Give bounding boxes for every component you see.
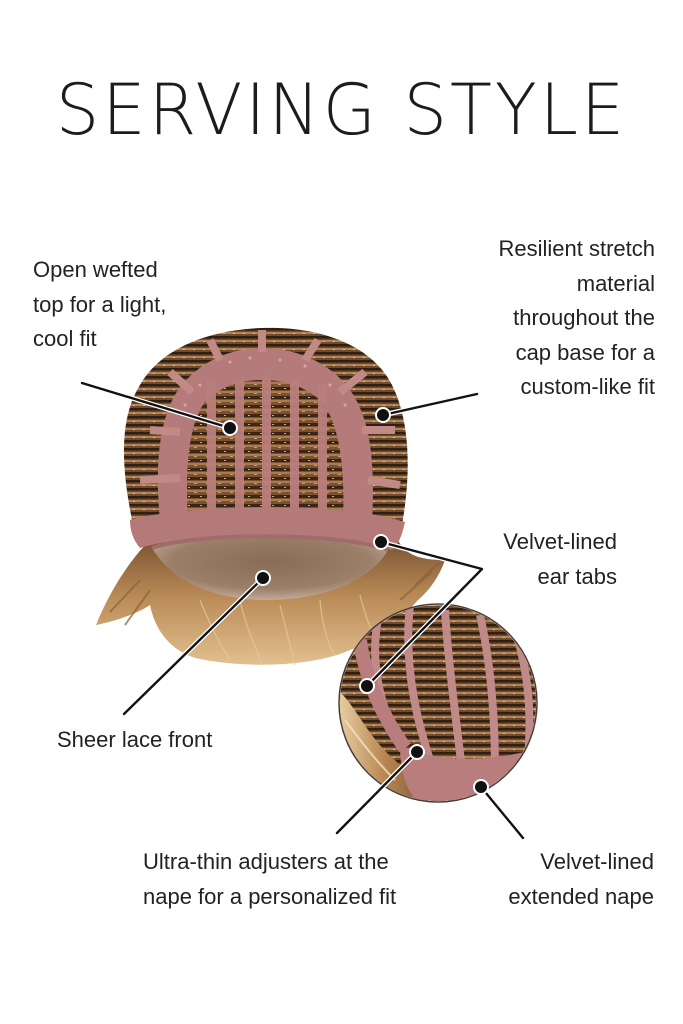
callout-adjusters: Ultra-thin adjusters at the nape for a p… [143, 849, 397, 909]
leader-resilient-stretch [381, 392, 479, 417]
page-title: SERVING STYLE [55, 69, 628, 151]
leader-adjusters [335, 750, 419, 835]
callout-lace-front: Sheer lace front [57, 727, 213, 752]
leader-lace-front [122, 576, 265, 716]
callout-extended-nape: Velvet-lined extended nape [508, 849, 654, 909]
dot-ear-tab-top-icon [373, 534, 389, 550]
dot-lace-front-icon [255, 570, 271, 586]
inset-nape-image [338, 603, 538, 803]
dot-resilient-stretch-icon [375, 407, 391, 423]
dot-open-wefted-icon [222, 420, 238, 436]
callout-dots [222, 407, 489, 795]
callout-open-wefted: Open wefted top for a light, cool fit [33, 257, 167, 351]
dot-extended-nape-icon [473, 779, 489, 795]
leader-open-wefted [80, 381, 232, 430]
leader-ear-tabs [365, 540, 484, 688]
leader-lines [79, 380, 526, 841]
callout-resilient-stretch: Resilient stretch material throughout th… [498, 236, 655, 399]
main-wig-image [96, 327, 445, 666]
dot-ear-tab-inset-icon [359, 678, 375, 694]
leader-extended-nape [479, 785, 525, 840]
callout-ear-tabs: Velvet-lined ear tabs [503, 529, 617, 589]
dot-adjusters-icon [409, 744, 425, 760]
